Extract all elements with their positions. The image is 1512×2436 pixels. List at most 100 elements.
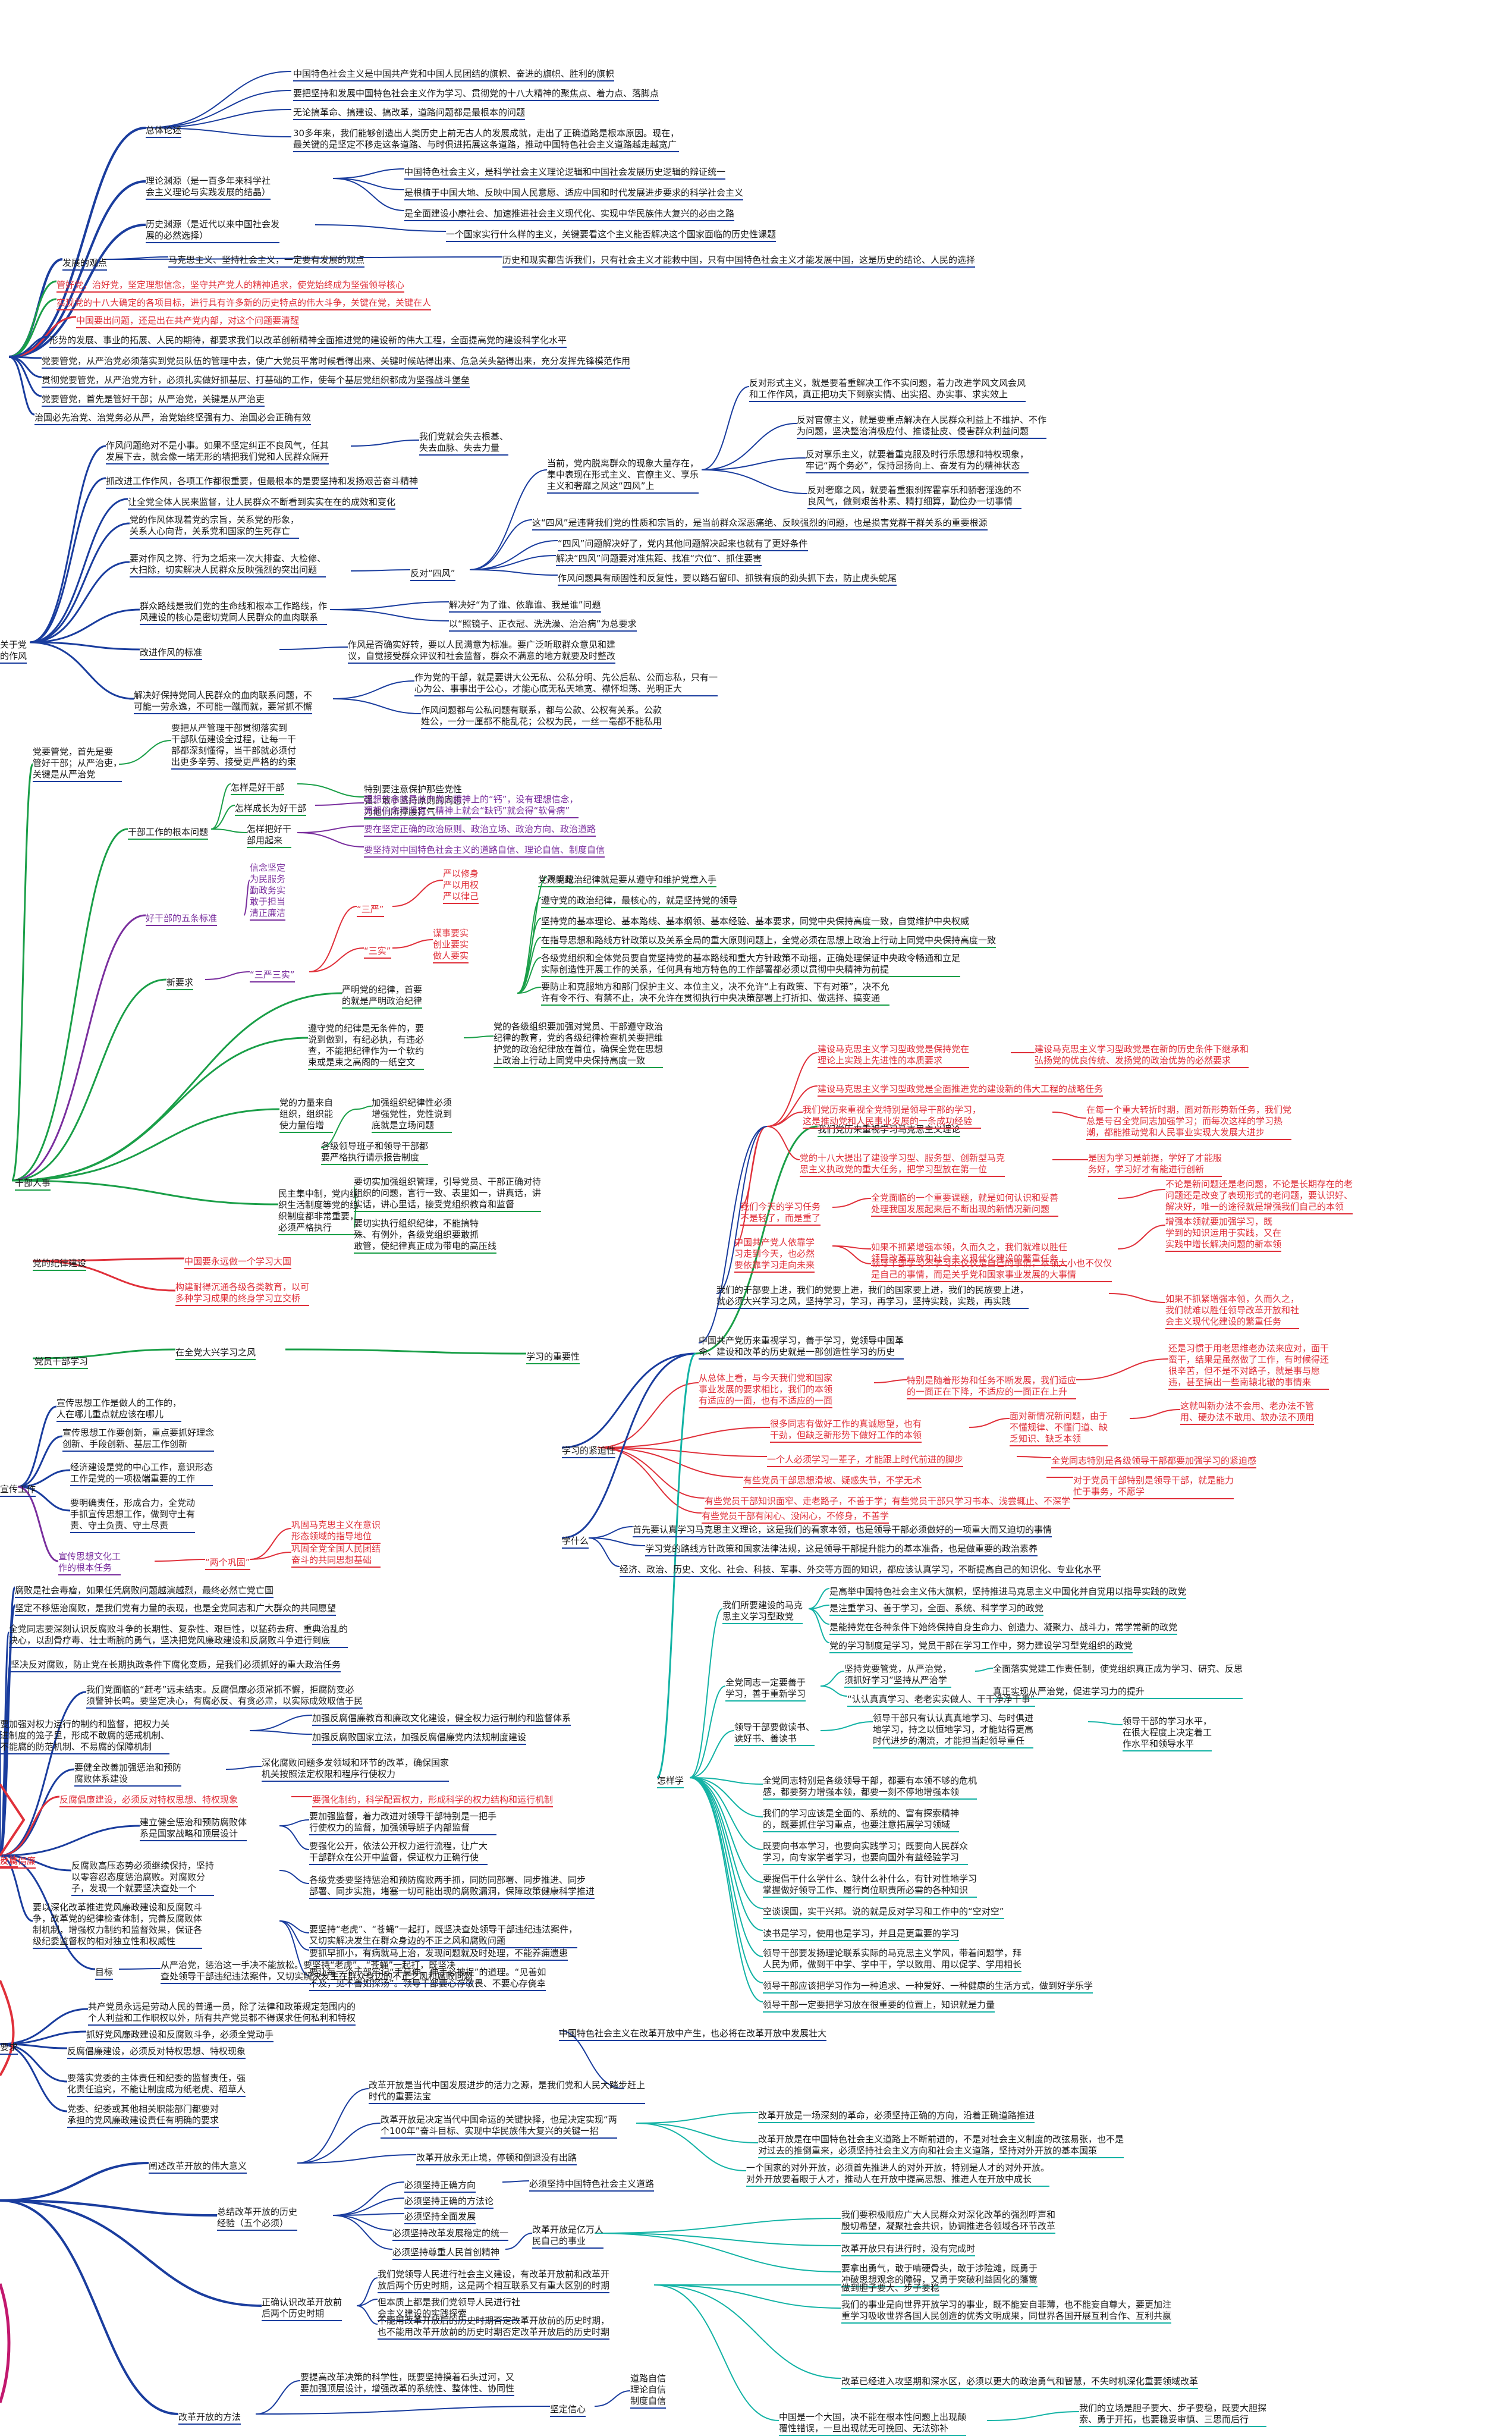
mindmap-node-root_sub_b: 干部人事 xyxy=(15,1178,51,1191)
branch-line xyxy=(1016,1456,1052,1458)
branch-line xyxy=(356,1106,372,1110)
mindmap-node-c56: 中国共产党历来重视学习，善于学习，党领导中国革 命、建设和改革的历史就是一部创造… xyxy=(699,1335,904,1360)
branch-line xyxy=(17,1469,71,1488)
branch-line xyxy=(315,224,447,232)
mindmap-node-c12: 信念坚定 为民服务 勤政务实 敢于担当 清正廉洁 xyxy=(250,862,286,921)
branch-line xyxy=(332,2215,393,2231)
mindmap-node-r23: 目标 xyxy=(95,1967,114,1980)
branch-line xyxy=(11,1179,279,1206)
mindmap-node-r3: 全党同志要深刻认识反腐败斗争的长期性、复杂性、艰巨性，以猛药去疴、重典治乱的 决… xyxy=(9,1624,348,1648)
mindmap-node-root_sub_e: 宣传工作 xyxy=(0,1484,36,1497)
mindmap-node-x20: 正确认识改革开放前 后两个历史时期 xyxy=(262,2297,342,2321)
mindmap-node-root_sub_d: 党员干部学习 xyxy=(34,1356,89,1369)
branch-line xyxy=(279,1920,310,1976)
mindmap-node-w5: 党要管党，从严治党必须落实到党员队伍的管理中去，使广大党员平常时候看得出来、关键… xyxy=(42,356,631,369)
mindmap-node-p4: 要明确责任，形成合力，全党动 手抓宣传思想工作，做到守土有 责、守土负责、守土尽… xyxy=(70,1498,196,1533)
branch-line xyxy=(279,646,348,650)
mindmap-node-r21: 要抓早抓小，有病就马上治，发现问题就及时处理，不能养痈遗患 xyxy=(309,1948,568,1961)
mindmap-node-c35: 中国要永远做一个学习大国 xyxy=(184,1256,292,1269)
mindmap-node-c47: 我们今天的学习任务 不是轻了，而是重了 xyxy=(740,1201,821,1226)
mindmap-node-c30: 加强组织纪律性必须 增强党性，党性说到 底就是立场问题 xyxy=(372,1097,452,1133)
mindmap-node-r5: 我们党面临的“赶考”远未结束。反腐倡廉必须常抓不懈，拒腐防变必 须警钟长鸣。要坚… xyxy=(86,1684,363,1709)
mindmap-node-c70: 学什么 xyxy=(562,1536,589,1549)
mindmap-node-x2: 中国特色社会主义在改革开放中产生，也必将在改革开放中发展壮大 xyxy=(559,2028,827,2041)
branch-line xyxy=(597,1447,702,1514)
branch-line xyxy=(656,1352,696,1779)
mindmap-node-x13: 必须坚持全面发展 xyxy=(404,2211,476,2224)
mindmap-node-d2: 历史和现实都告诉我们，只有社会主义才能救中国，只有中国特色社会主义才能发展中国，… xyxy=(502,255,976,268)
branch-line xyxy=(689,1777,763,1850)
mindmap-node-c50: 如果不抓紧增强本领，久而久之，我们就难以胜任 领导改革开放和社会主义现代化建设的… xyxy=(871,1242,1068,1266)
mindmap-node-c10: 要坚持对中国特色社会主义的道路自信、理论自信、制度自信 xyxy=(364,845,605,858)
mindmap-node-p1: 宣传思想工作是做人的工作的， 人在哪儿重点就应该在哪儿 xyxy=(56,1398,182,1422)
branch-line xyxy=(285,1348,527,1355)
branch-line xyxy=(17,1486,59,1562)
mindmap-node-c57: 学习的紧迫性 xyxy=(562,1445,616,1458)
mindmap-node-g3: 无论搞革命、搞建设、搞改革，道路问题都是最根本的问题 xyxy=(293,107,526,120)
mindmap-node-x23: 不能用改革开放后的历史时期否定改革开放前的历史时期， 也不能用改革开放前的历史时… xyxy=(378,2315,610,2340)
branch-line xyxy=(594,2233,842,2272)
mindmap-node-c25: 各级党组织和全体党员要自觉坚持党的基本路线和重大方针政策不动摇，正确处理保证中央… xyxy=(541,953,961,977)
mindmap-node-r13: 办法 xyxy=(0,1854,18,1867)
branch-line xyxy=(469,540,558,570)
branch-line xyxy=(701,386,750,470)
branch-line xyxy=(832,1245,872,1264)
mindmap-node-t2: 是根植于中国大地、反映中国人民意愿、适应中国和时代发展进步要求的科学社会主义 xyxy=(404,187,744,200)
mindmap-node-x6: 改革开放是一场深刻的革命，必须坚持正确的方向，沿着正确道路推进 xyxy=(758,2110,1035,2123)
branch-line xyxy=(8,356,35,416)
branch-line xyxy=(154,1559,206,1562)
mindmap-node-c79: 怎样学 xyxy=(657,1775,684,1788)
mindmap-node-root_sub_g: 要求 xyxy=(0,2042,18,2055)
mindmap-node-c32: 民主集中制，党内组 织生活制度等党的组 织制度都非常重要， 必须严格执行 xyxy=(278,1188,359,1235)
branch-line xyxy=(653,2284,842,2379)
branch-line xyxy=(255,2406,551,2415)
branch-line xyxy=(502,2180,530,2183)
branch-line xyxy=(588,1526,633,1539)
branch-line xyxy=(297,783,364,798)
branch-line xyxy=(332,2181,405,2216)
branch-line xyxy=(255,2380,301,2415)
branch-line xyxy=(332,698,422,714)
branch-line xyxy=(1108,1293,1166,1303)
branch-line xyxy=(309,906,357,972)
mindmap-node-w8: 治国必先治党、治党务必从严，治党始终坚强有力、治国必会正确有效 xyxy=(34,412,312,425)
mindmap-node-x16: 改革开放是亿万人 民自己的事业 xyxy=(532,2224,604,2249)
mindmap-node-c85: 领导干部只有认认真真地学习、与时俱进 地学习，持之以恒地学习，才能站得更高 时代… xyxy=(873,1713,1034,1748)
mindmap-node-r7: 加强反腐倡廉教育和廉政文化建设，健全权力运行制约和监督体系 xyxy=(312,1713,571,1726)
branch-line xyxy=(588,1537,646,1546)
mindmap-node-c27: 遵守党的纪律是无条件的，要 说到做到，有纪必执，有违必 查，不能把纪律作为一个软… xyxy=(308,1023,425,1070)
branch-line xyxy=(332,2198,405,2216)
mindmap-node-s12: 这“四风”是违背我们党的性质和宗旨的，是当前群众深恶痛绝、反映强烈的问题，也是损… xyxy=(532,517,988,530)
branch-line xyxy=(588,1537,620,1567)
mindmap-node-r15: 要加强监督，着力改进对领导干部特别是一把手 行使权力的监督，加强领导班子内部监督 xyxy=(309,1811,497,1835)
mindmap-node-c71: 首先要认真学习马克思主义理论，这是我们的看家本领，也是领导干部必须做好的一项重大… xyxy=(633,1524,1052,1537)
mindmap-node-x32: 我们的立场是胆子要大、步子要稳，既要大胆探 索、勇于开拓，也要稳妥审慎、三思而后… xyxy=(1079,2403,1267,2427)
branch-line xyxy=(517,937,542,994)
mindmap-node-r26: 抓好党风廉政建设和反腐败斗争，必须全党动手 xyxy=(86,2029,274,2042)
mindmap-node-c63: 这就叫新办法不会用、老办法不管 用、硬办法不敢用、软办法不顶用 xyxy=(1180,1401,1315,1425)
mindmap-node-f2: 反对官僚主义，就是要重点解决在人民群众利益上不维护、不作 为问题，坚决整治消极应… xyxy=(797,415,1047,439)
branch-line xyxy=(11,1108,280,1182)
branch-line xyxy=(701,457,806,470)
mindmap-node-c2: 要把从严管理干部贯彻落实到 干部队伍建设全过程，让每一干 部都深刻懂得，当干部就… xyxy=(171,723,297,770)
mindmap-node-x17: 我们要积极顺应广大人民群众对深化改革的强烈呼声和 殷切希望，凝聚社会共识，协调推… xyxy=(841,2209,1056,2234)
branch-line xyxy=(1129,1409,1181,1419)
branch-line xyxy=(145,71,292,128)
branch-line xyxy=(332,680,415,699)
branch-line xyxy=(689,1777,763,1883)
branch-line xyxy=(0,1854,33,1922)
branch-line xyxy=(561,1352,696,1449)
branch-line xyxy=(353,1204,357,1229)
branch-line xyxy=(297,2088,369,2164)
branch-line xyxy=(29,522,130,643)
mindmap-node-d1: 马克思主义、坚持社会主义，一定要有发展的观点 xyxy=(168,255,365,268)
branch-line xyxy=(820,1685,848,1697)
branch-line xyxy=(1117,1189,1166,1199)
mindmap-node-r6: 要加强对权力运行的制约和监督，把权力关 进制度的笼子里，形成不敢腐的惩戒机制、 … xyxy=(0,1719,170,1754)
branch-line xyxy=(0,1768,75,1857)
branch-line xyxy=(689,1608,723,1778)
branch-line xyxy=(0,2199,218,2217)
mindmap-node-x27: 坚定信心 xyxy=(550,2404,586,2417)
branch-line xyxy=(329,609,449,621)
branch-line xyxy=(0,2199,262,2307)
